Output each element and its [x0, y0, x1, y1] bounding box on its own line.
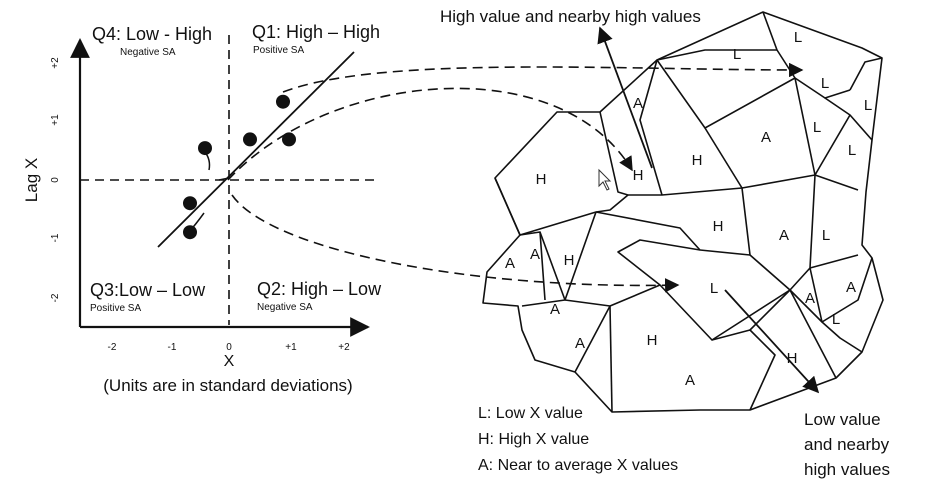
- y-tick-label: +2: [50, 57, 61, 69]
- q4-title: Q4: Low - High: [92, 24, 212, 44]
- cell-label: L: [733, 46, 741, 63]
- border: [656, 49, 777, 61]
- border: [639, 59, 663, 196]
- border: [814, 114, 851, 176]
- mouse-cursor-icon: [598, 168, 612, 191]
- border: [821, 257, 873, 323]
- cell-label: A: [761, 129, 771, 146]
- border: [609, 305, 613, 413]
- legend-item-high: H: High X value: [478, 431, 589, 448]
- annotation-arrow-bottom: [724, 289, 820, 394]
- region-map: [482, 11, 884, 413]
- cell-label: L: [822, 227, 830, 244]
- border: [519, 194, 629, 236]
- border: [595, 211, 751, 256]
- border: [494, 177, 521, 236]
- y-axis-label: Lag X: [22, 158, 41, 202]
- x-tick-label: -2: [108, 342, 117, 353]
- cell-label: H: [713, 218, 724, 235]
- border: [617, 239, 791, 341]
- data-point: [198, 141, 212, 156]
- cell-label: A: [530, 246, 540, 263]
- data-point: [183, 196, 197, 211]
- cell-label: L: [821, 75, 829, 92]
- cell-label: H: [564, 252, 575, 269]
- data-point: [276, 94, 290, 109]
- cell-label: A: [505, 255, 515, 272]
- border: [599, 111, 629, 196]
- cell-label: A: [805, 290, 815, 307]
- point-tail: [218, 177, 230, 181]
- regression-line: [157, 51, 355, 248]
- x-tick-label: 0: [226, 342, 232, 353]
- x-tick-label: +2: [338, 342, 350, 353]
- map-cell-labels: L L L A A L L H H H H A L A A H L A A L …: [505, 29, 872, 389]
- border: [704, 127, 743, 189]
- top-annotation: High value and nearby high values: [440, 7, 701, 26]
- legend: L: Low X value H: High X value A: Near t…: [478, 405, 678, 474]
- cell-label: L: [864, 97, 872, 114]
- legend-item-low: L: Low X value: [478, 405, 583, 422]
- dashed-arrow-top: [282, 62, 804, 93]
- bottom-annotation-line1: Low value: [804, 410, 881, 429]
- data-points: [183, 94, 296, 240]
- cell-label: L: [813, 119, 821, 136]
- cell-label: H: [633, 167, 644, 184]
- y-tick-label: +1: [50, 114, 61, 126]
- border: [656, 59, 796, 129]
- cell-label: A: [846, 279, 856, 296]
- bottom-annotation-line3: high values: [804, 460, 890, 479]
- cell-label: L: [710, 280, 718, 297]
- q3-subtitle: Positive SA: [90, 303, 141, 314]
- moran-scatterplot: Q4: Low - High Negative SA Q1: High – Hi…: [22, 22, 804, 395]
- y-tick-label: -2: [50, 293, 61, 302]
- x-tick-label: -1: [168, 342, 177, 353]
- border: [762, 11, 851, 99]
- cell-label: L: [832, 311, 840, 328]
- border: [789, 289, 823, 323]
- annotation-arrow-top: [597, 26, 653, 169]
- border: [539, 231, 566, 301]
- dashed-arrow-bottom: [231, 194, 680, 293]
- q4-subtitle: Negative SA: [120, 47, 176, 58]
- q1-subtitle: Positive SA: [253, 45, 304, 56]
- q1-title: Q1: High – High: [252, 22, 380, 42]
- q2-subtitle: Negative SA: [257, 302, 313, 313]
- cell-label: H: [647, 332, 658, 349]
- cell-label: L: [794, 29, 802, 46]
- data-point: [243, 132, 257, 147]
- border: [564, 284, 661, 307]
- cell-label: A: [685, 372, 695, 389]
- x-tick-label: +1: [285, 342, 297, 353]
- cell-label: A: [779, 227, 789, 244]
- cell-label: A: [550, 301, 560, 318]
- cell-label: H: [536, 171, 547, 188]
- cell-label: H: [787, 350, 798, 367]
- border: [809, 267, 863, 353]
- cell-label: A: [575, 335, 585, 352]
- border: [574, 305, 611, 373]
- units-note: (Units are in standard deviations): [103, 376, 352, 395]
- y-tick-label: 0: [50, 177, 61, 183]
- q2-title: Q2: High – Low: [257, 279, 382, 299]
- border: [809, 254, 859, 269]
- y-tick-label: -1: [50, 233, 61, 242]
- cell-label: H: [692, 152, 703, 169]
- border: [794, 77, 816, 176]
- data-point: [183, 225, 197, 240]
- legend-item-average: A: Near to average X values: [478, 457, 678, 474]
- cell-label: A: [633, 95, 643, 112]
- x-axis-label: X: [224, 353, 235, 370]
- border: [849, 57, 883, 91]
- cell-label: L: [848, 142, 856, 159]
- data-point: [282, 132, 296, 147]
- q3-title: Q3:Low – Low: [90, 280, 206, 300]
- bottom-annotation-line2: and nearby: [804, 435, 890, 454]
- border: [519, 231, 546, 301]
- border: [711, 329, 776, 411]
